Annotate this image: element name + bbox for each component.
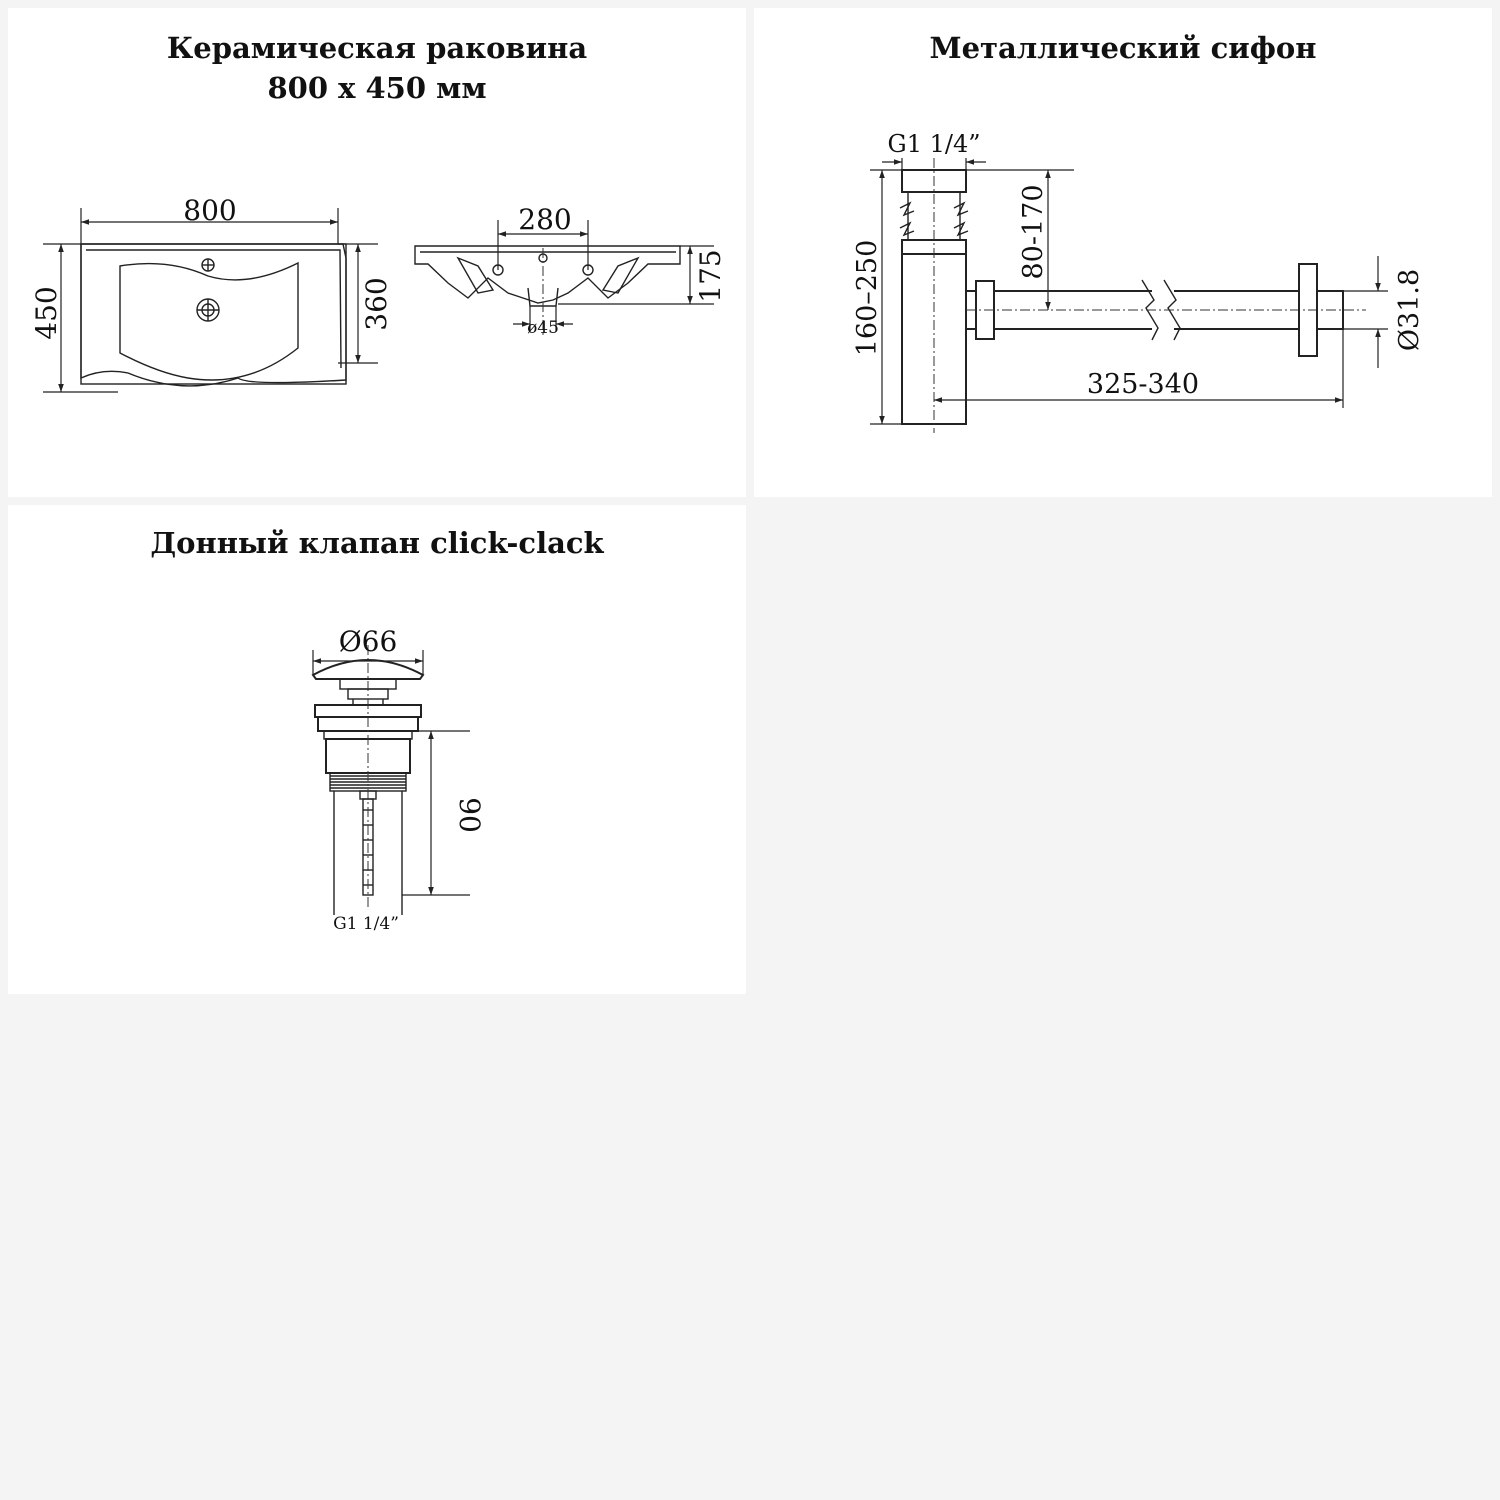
valve-drawing: Ø66 90 G1 1/4” [311,625,486,934]
sink-drain-diameter-label: ø45 [527,318,559,338]
siphon-body [899,158,1366,433]
siphon-length-label: 325-340 [1087,369,1199,400]
valve-thread-label: G1 1/4” [333,914,399,934]
sink-tap-spacing-label: 280 [518,203,571,236]
sink-width-label: 800 [183,194,236,227]
valve-cap-diameter-label: Ø66 [339,625,398,658]
siphon-total-height-label: 160–250 [852,240,883,357]
valve-panel: Донный клапан click-clack [8,505,746,994]
valve-body [311,645,425,915]
sink-title: Керамическая раковина 800 х 450 мм [8,28,746,108]
sink-front-view: 280 175 ø45 [414,203,727,338]
siphon-drawing: G1 1/4” 160–250 80-170 325-340 Ø31.8 [852,130,1425,433]
siphon-title-text: Металлический сифон [929,31,1317,65]
sink-drawing: 800 450 360 280 [30,194,727,393]
valve-height-label: 90 [453,797,486,833]
sink-inner-depth-label: 360 [360,277,393,330]
siphon-panel: Металлический сифон [754,8,1492,497]
sink-title-line1: Керамическая раковина [166,31,588,65]
sink-height-label: 175 [694,249,727,302]
sink-title-line2: 800 х 450 мм [267,71,487,105]
siphon-thread-label: G1 1/4” [888,130,981,158]
siphon-title: Металлический сифон [754,28,1492,68]
sink-panel: Керамическая раковина 800 х 450 мм 800 4… [8,8,746,497]
siphon-outlet-height-label: 80-170 [1018,184,1049,279]
valve-title: Донный клапан click-clack [8,523,746,563]
sink-depth-label: 450 [30,286,63,339]
siphon-pipe-diameter-label: Ø31.8 [1394,269,1425,351]
valve-title-text: Донный клапан click-clack [150,526,604,560]
sink-top-view: 800 450 360 [30,194,393,393]
